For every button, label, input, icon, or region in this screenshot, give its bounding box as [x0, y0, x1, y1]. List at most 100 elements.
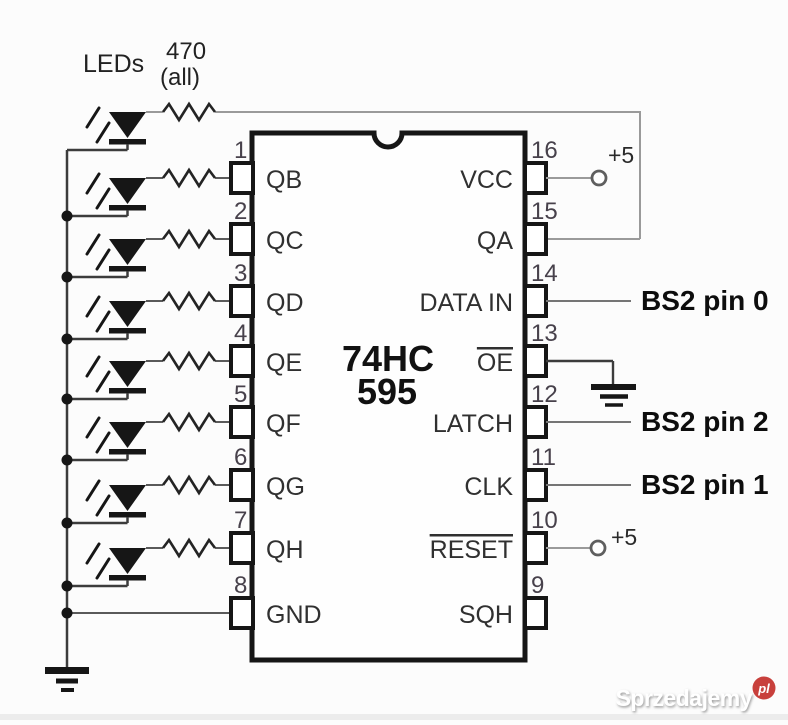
pin-label: DATA IN [419, 289, 513, 317]
pin-box-right [523, 222, 548, 256]
ic-body [249, 130, 528, 663]
terminal-circle-icon [589, 539, 607, 557]
pin-box-right [523, 344, 548, 378]
pin-box-right [523, 405, 548, 439]
terminal-circle-icon [590, 169, 608, 187]
pin-label: LATCH [433, 410, 513, 438]
pin-number: 6 [234, 444, 247, 471]
pin-label: QG [266, 473, 305, 501]
pin-box-left [229, 405, 255, 439]
resistor-icon [161, 537, 217, 559]
pin-box-left [229, 222, 255, 256]
pin-number: 16 [531, 137, 558, 164]
pin-box-left [229, 161, 255, 195]
watermark-badge-label: pl [757, 681, 770, 696]
resistor-icon [161, 228, 217, 250]
resistor-icon [161, 290, 217, 312]
bottom-strip [0, 714, 788, 720]
light-ray-icon [85, 542, 101, 565]
pin-number: 4 [234, 320, 247, 347]
light-ray-icon [95, 121, 111, 144]
junction-dot [61, 517, 73, 529]
pin-label: OE [477, 349, 513, 377]
pin-box-left [229, 284, 255, 318]
bs2-pin-label: BS2 pin 2 [641, 406, 769, 437]
led-cathode-bar [109, 139, 146, 145]
pin-box-left [229, 596, 255, 630]
pin-label: QB [266, 166, 302, 194]
pin-label: QH [266, 536, 304, 564]
pin-number: 3 [234, 260, 247, 287]
pin-number: 2 [234, 198, 247, 225]
led-cathode-bar [109, 388, 146, 394]
pin-label: GND [266, 601, 322, 629]
pin-number: 13 [531, 320, 558, 347]
plus5-label: +5 [611, 524, 637, 550]
pin-label: QA [477, 227, 513, 255]
pin-label: RESET [430, 536, 513, 564]
junction-dot [61, 580, 73, 592]
light-ray-icon [95, 370, 111, 393]
led-cathode-bar [109, 449, 146, 455]
light-ray-icon [85, 479, 101, 502]
pin-box-right [523, 468, 548, 502]
pin-box-left [229, 468, 255, 502]
bs2-pin-label: BS2 pin 1 [641, 469, 769, 500]
light-ray-icon [95, 557, 111, 580]
pin-number: 11 [531, 444, 556, 471]
led-icon [109, 485, 146, 511]
junction-dot [61, 210, 73, 222]
junction-dot [61, 454, 73, 466]
pin-label: CLK [464, 473, 513, 501]
leds-label: LEDs [83, 50, 144, 78]
junction-dot [61, 271, 73, 283]
pin-box-right [523, 596, 548, 630]
pin-box-left [229, 531, 255, 565]
led-icon [109, 178, 146, 204]
resistor-note-label: (all) [160, 64, 200, 91]
led-icon [109, 361, 146, 387]
pin-label: QF [266, 410, 301, 438]
led-icon [109, 112, 146, 138]
pin-number: 10 [531, 507, 558, 534]
resistor-icon [161, 167, 217, 189]
pin-label: QC [266, 227, 304, 255]
light-ray-icon [85, 416, 101, 439]
resistor-icon [161, 101, 217, 123]
pin-number: 8 [234, 572, 247, 599]
bs2-pin-label: BS2 pin 0 [641, 285, 769, 316]
light-ray-icon [85, 355, 101, 378]
led-cathode-bar [109, 266, 146, 272]
light-ray-icon [85, 233, 101, 256]
pin-box-left [229, 344, 255, 378]
light-ray-icon [85, 106, 101, 129]
resistor-value-label: 470 [166, 38, 206, 65]
ic-name-line1: 74HC [342, 338, 434, 379]
resistor-icon [161, 411, 217, 433]
pin-box-right [523, 161, 548, 195]
pin-box-right [523, 531, 548, 565]
junction-dot [61, 333, 73, 345]
resistor-icon [161, 474, 217, 496]
ic-name-line2: 595 [357, 371, 417, 412]
led-icon [109, 422, 146, 448]
resistor-icon [161, 350, 217, 372]
pin-label: QD [266, 289, 304, 317]
junction-dot [61, 393, 73, 405]
pin-number: 9 [531, 572, 544, 599]
pin-number: 15 [531, 198, 558, 225]
pin-number: 12 [531, 381, 558, 408]
light-ray-icon [95, 248, 111, 271]
led-icon [109, 548, 146, 574]
light-ray-icon [85, 295, 101, 318]
light-ray-icon [95, 494, 111, 517]
pin-number: 1 [234, 137, 247, 164]
led-cathode-bar [109, 205, 146, 211]
led-icon [109, 301, 146, 327]
pin-number: 7 [234, 507, 247, 534]
light-ray-icon [95, 431, 111, 454]
led-icon [109, 239, 146, 265]
pin-number: 14 [531, 260, 558, 287]
pin-label: SQH [459, 601, 513, 629]
